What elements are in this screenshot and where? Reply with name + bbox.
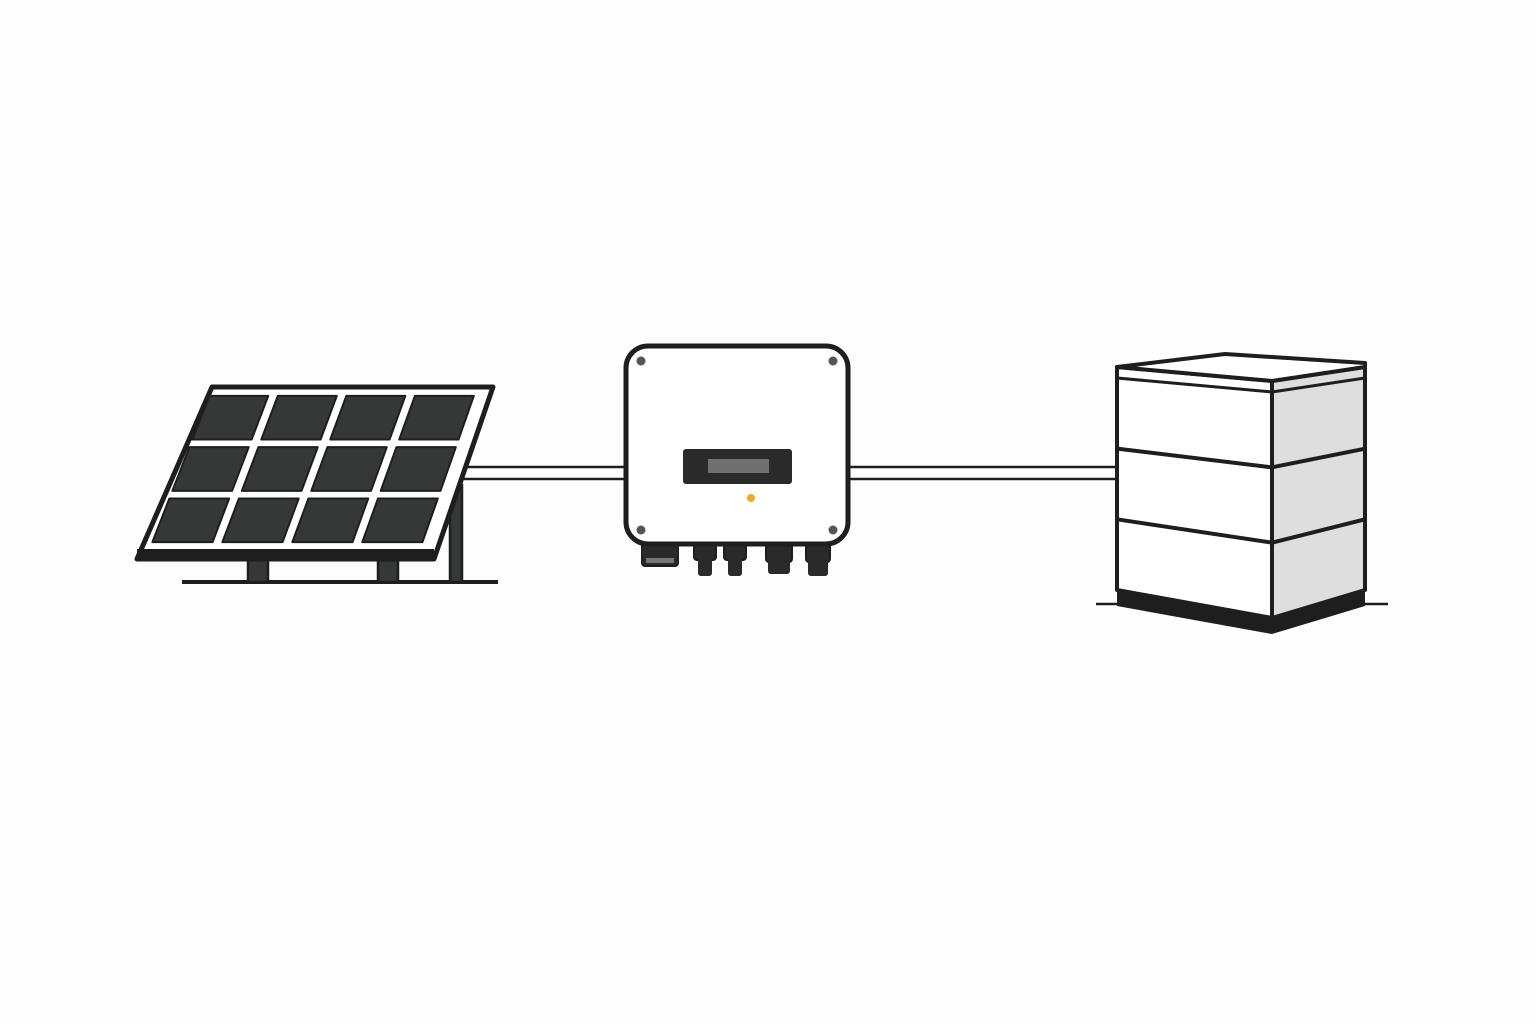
solar-cell [329,394,407,441]
battery-top-edge [1271,376,1366,394]
inverter-screw [636,525,646,535]
inverter-screw [828,525,838,535]
inverter-body [623,343,851,547]
inverter-connector [728,558,742,576]
battery-stack-icon [1096,352,1388,634]
solar-cell [221,497,300,544]
battery-module-divider [1116,446,1273,470]
inverter-connector [698,558,712,576]
solar-cell [240,446,319,492]
inverter-connector [768,560,790,574]
inverter-connector-label [646,558,674,563]
battery-front [1115,365,1274,620]
inverter-screw [636,356,646,366]
solar-cell [171,446,250,492]
panel-frame-edge [137,549,434,560]
battery-top-edge [1116,376,1273,394]
battery-module-divider [1271,517,1366,545]
solar-panel-icon [134,384,498,584]
solar-cell [151,497,231,544]
solar-cell [310,446,388,492]
solar-cell [379,446,457,492]
inverter-connector [808,560,828,576]
battery-module-divider [1271,446,1366,470]
battery-module-divider [1116,517,1273,545]
battery-side [1270,365,1367,620]
solar-cell [291,497,370,544]
inverter-screw [828,356,838,366]
battery-top [1115,352,1367,383]
solar-cell [361,497,439,544]
inverter-status-light [747,494,755,502]
solar-cell [398,394,475,441]
solar-cell [260,394,338,441]
cable-panel-to-inverter [460,465,630,481]
panel-cells [151,394,475,544]
solar-cell [191,394,270,441]
inverter-icon [623,343,851,576]
inverter-display-screen [708,459,769,473]
battery-base [1117,590,1365,634]
battery-modules [1116,446,1366,545]
cable-inverter-to-battery [844,465,1122,481]
